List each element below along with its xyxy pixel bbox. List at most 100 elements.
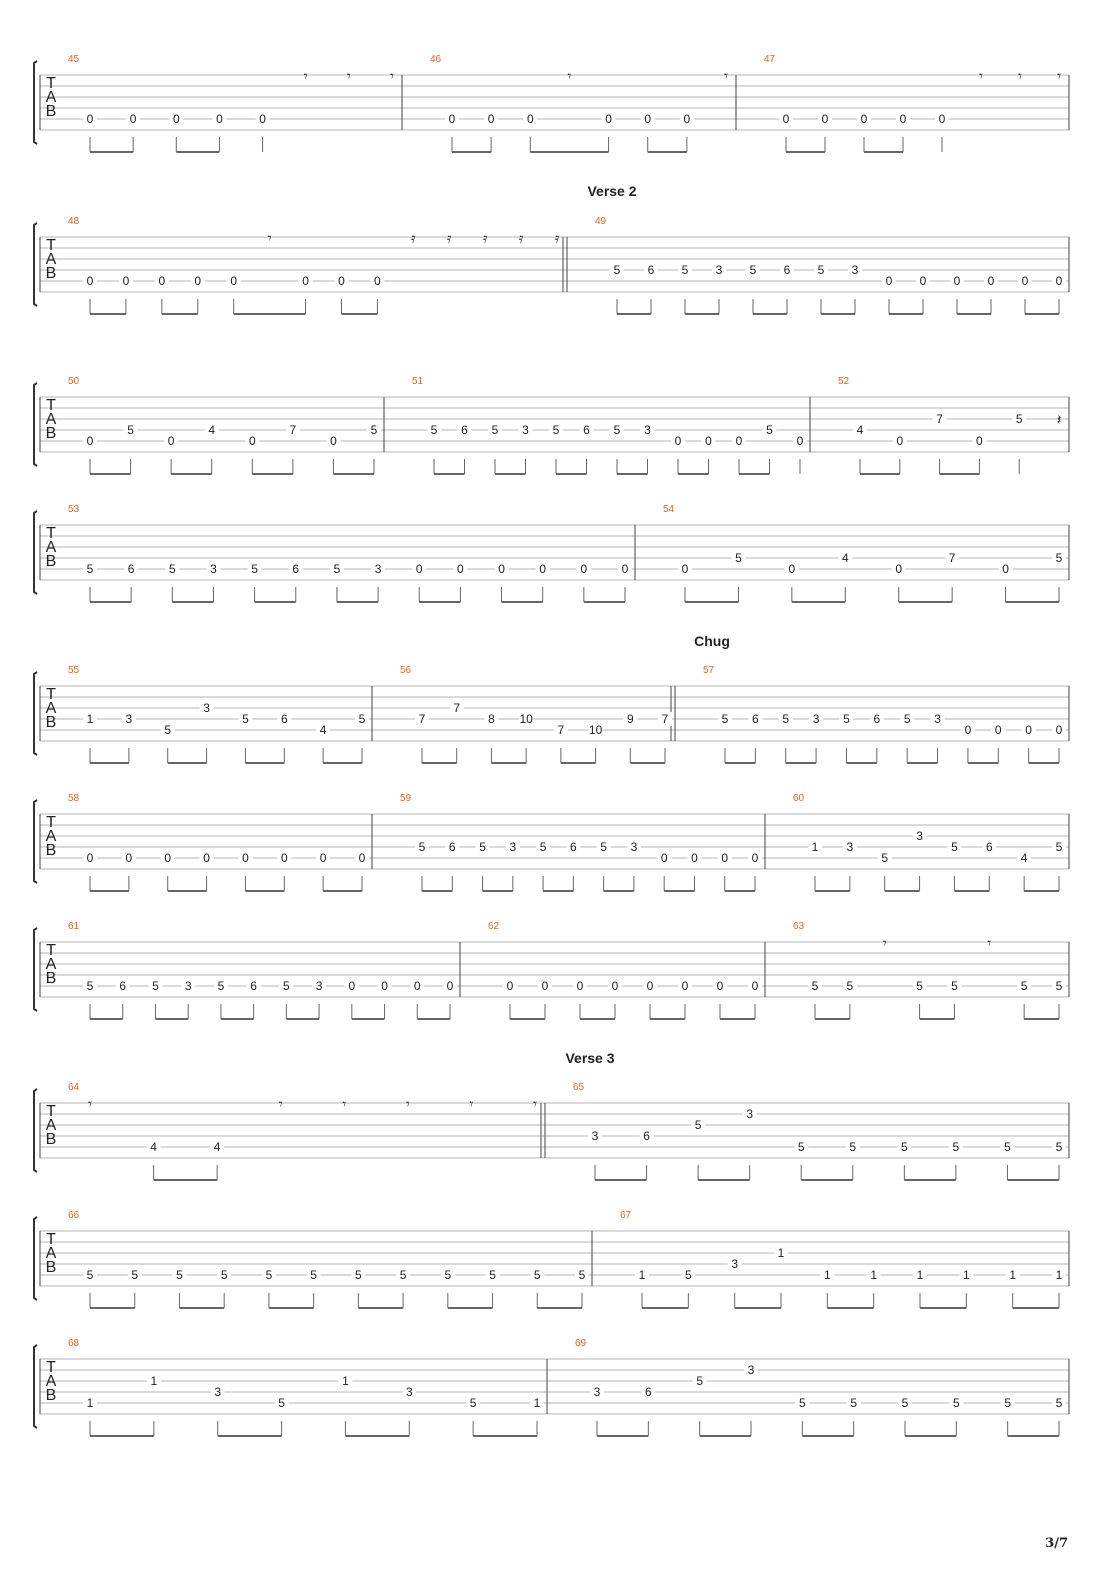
fret-number: 0 bbox=[87, 112, 94, 126]
fret-number: 5 bbox=[1004, 1396, 1011, 1410]
fret-bg bbox=[1052, 274, 1066, 288]
measure-number: 61 bbox=[68, 921, 80, 932]
fret-number: 0 bbox=[168, 434, 175, 448]
fret-number: 5 bbox=[87, 562, 94, 576]
fret-bg bbox=[190, 274, 205, 288]
fret-bg bbox=[877, 851, 892, 865]
tab-clef-letter: B bbox=[46, 970, 57, 987]
fret-bg bbox=[83, 562, 97, 576]
fret-number: 5 bbox=[334, 562, 341, 576]
fret-bg bbox=[778, 712, 793, 726]
fret-number: 0 bbox=[126, 851, 133, 865]
fret-bg bbox=[853, 423, 867, 437]
fret-bg bbox=[1052, 840, 1066, 854]
fret-bg bbox=[523, 112, 538, 126]
fret-bg bbox=[199, 851, 214, 865]
measure-number: 50 bbox=[68, 376, 80, 387]
fret-number: 0 bbox=[249, 434, 256, 448]
fret-bg bbox=[681, 1268, 696, 1282]
fret-bg bbox=[355, 851, 369, 865]
fret-number: 9 bbox=[627, 712, 634, 726]
fret-number: 5 bbox=[534, 1268, 541, 1282]
tab-clef-letter: T bbox=[46, 814, 56, 831]
rest-mark: 𝄾 bbox=[304, 67, 308, 85]
fret-bg bbox=[930, 712, 945, 726]
fret-number: 3 bbox=[375, 562, 382, 576]
fret-number: 0 bbox=[173, 112, 180, 126]
fret-bg bbox=[154, 274, 169, 288]
fret-number: 0 bbox=[717, 979, 724, 993]
tab-clef-letter: A bbox=[46, 1373, 57, 1390]
fret-bg bbox=[538, 979, 552, 993]
fret-number: 5 bbox=[600, 840, 607, 854]
fret-number: 0 bbox=[194, 274, 201, 288]
fret-number: 5 bbox=[283, 979, 290, 993]
fret-number: 0 bbox=[164, 851, 171, 865]
fret-number: 5 bbox=[685, 1268, 692, 1282]
fret-bg bbox=[212, 112, 227, 126]
rest-mark: 𝄿 bbox=[411, 229, 416, 247]
fret-bg bbox=[998, 562, 1013, 576]
fret-bg bbox=[255, 112, 270, 126]
rest-mark: 𝄾 bbox=[342, 1095, 346, 1113]
fret-number: 5 bbox=[682, 263, 689, 277]
fret-number: 3 bbox=[210, 562, 217, 576]
tab-clef-letter: B bbox=[46, 842, 57, 859]
fret-number: 0 bbox=[1002, 562, 1009, 576]
fret-number: 0 bbox=[988, 274, 995, 288]
measure-number: 46 bbox=[430, 54, 442, 65]
fret-number: 5 bbox=[553, 423, 560, 437]
fret-bg bbox=[596, 840, 611, 854]
fret-bg bbox=[238, 712, 253, 726]
fret-number: 0 bbox=[1022, 274, 1029, 288]
fret-number: 5 bbox=[470, 1396, 477, 1410]
fret-bg bbox=[367, 423, 381, 437]
rest-mark: 𝄾 bbox=[987, 934, 991, 952]
fret-number: 5 bbox=[953, 1140, 960, 1154]
fret-bg bbox=[83, 1396, 97, 1410]
fret-bg bbox=[246, 979, 261, 993]
fret-bg bbox=[312, 979, 327, 993]
fret-bg bbox=[440, 1268, 455, 1282]
fret-number: 5 bbox=[164, 723, 171, 737]
rest-mark: 𝄿 bbox=[555, 229, 560, 247]
fret-bg bbox=[415, 840, 429, 854]
fret-number: 5 bbox=[479, 840, 486, 854]
fret-bg bbox=[261, 1268, 276, 1282]
fret-bg bbox=[247, 562, 262, 576]
fret-number: 5 bbox=[881, 851, 888, 865]
system-bracket bbox=[33, 927, 38, 1012]
fret-bg bbox=[1017, 979, 1032, 993]
fret-bg bbox=[748, 851, 762, 865]
fret-bg bbox=[83, 979, 97, 993]
fret-number: 5 bbox=[799, 1396, 806, 1410]
fret-number: 5 bbox=[310, 1268, 317, 1282]
fret-bg bbox=[1052, 1396, 1066, 1410]
fret-number: 5 bbox=[695, 1118, 702, 1132]
fret-bg bbox=[277, 851, 292, 865]
fret-number: 0 bbox=[736, 434, 743, 448]
system-bracket bbox=[33, 1216, 38, 1301]
fret-bg bbox=[370, 274, 385, 288]
fret-bg bbox=[679, 112, 694, 126]
fret-bg bbox=[746, 263, 760, 277]
fret-number: 0 bbox=[976, 434, 983, 448]
fret-number: 3 bbox=[522, 423, 529, 437]
system-bracket bbox=[33, 510, 38, 595]
fret-bg bbox=[199, 701, 214, 715]
fret-bg bbox=[148, 979, 163, 993]
tab-clef-letter: T bbox=[46, 942, 56, 959]
fret-number: 1 bbox=[87, 1396, 94, 1410]
fret-number: 6 bbox=[461, 423, 468, 437]
